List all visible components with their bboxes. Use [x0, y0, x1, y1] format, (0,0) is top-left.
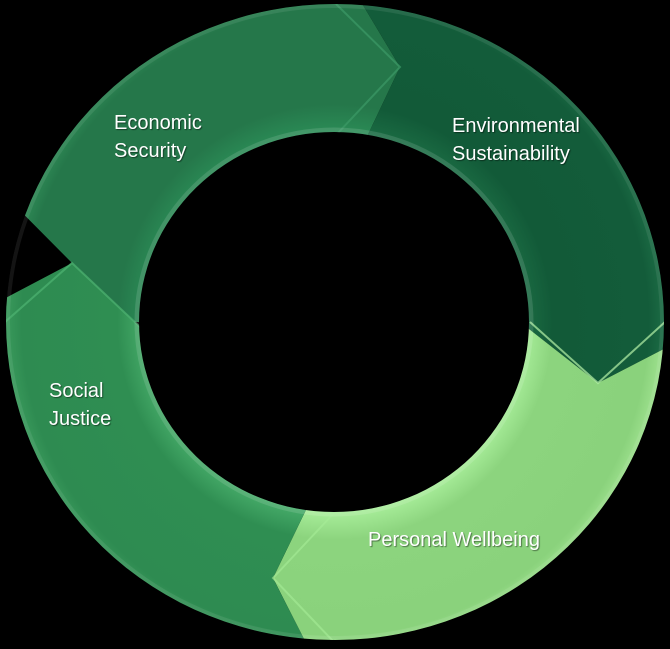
- label-personal-text: Personal Wellbeing: [368, 529, 540, 551]
- label-personal-wellbeing: Personal Wellbeing: [368, 526, 540, 554]
- label-social-justice: Social Justice: [49, 377, 111, 433]
- chevron-econ-to-env: [335, 4, 402, 135]
- label-environmental-sustainability: Environmental Sustainability: [452, 112, 580, 168]
- label-environmental-line1: Environmental: [452, 115, 580, 137]
- chevron-env-to-personal: [529, 321, 664, 385]
- chevron-social-to-econ: [6, 261, 141, 328]
- label-economic-security: Economic Security: [114, 109, 202, 165]
- label-economic-line1: Economic: [114, 112, 202, 134]
- label-economic-line2: Security: [114, 140, 187, 162]
- chevron-personal-to-social: [271, 511, 336, 640]
- label-social-line1: Social: [49, 380, 104, 402]
- label-social-line2: Justice: [49, 408, 112, 430]
- label-environmental-line2: Sustainability: [452, 143, 570, 165]
